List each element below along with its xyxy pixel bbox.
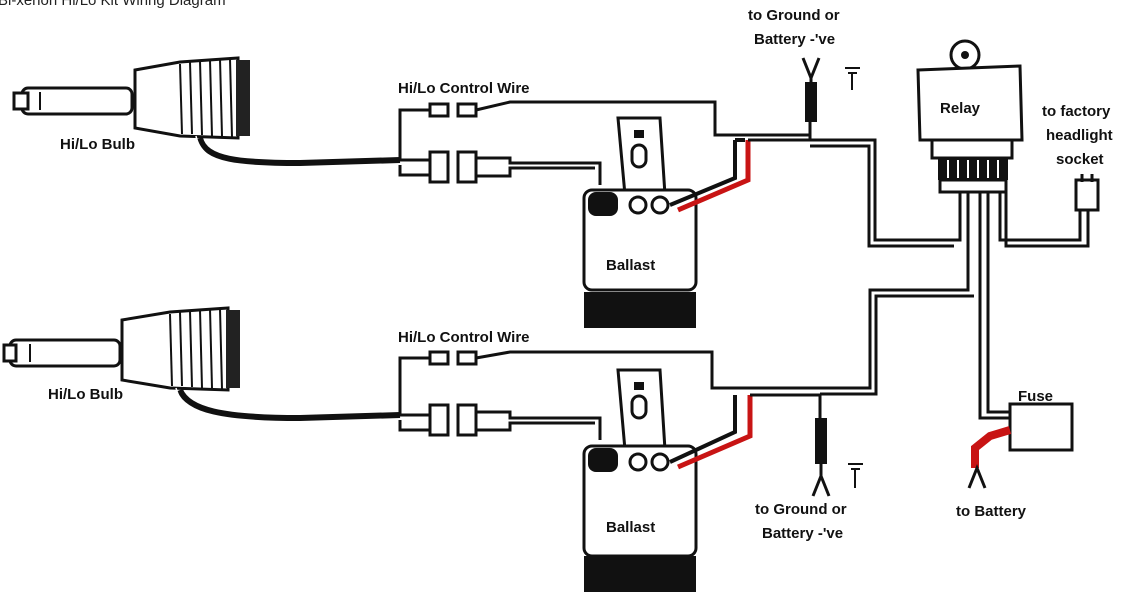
ground-label-bottom-line1: to Ground or bbox=[755, 501, 847, 518]
factory-socket-plug bbox=[1074, 174, 1100, 212]
factory-socket-label-line1: to factory bbox=[1042, 103, 1111, 120]
factory-socket-label-line2: headlight bbox=[1046, 127, 1113, 144]
diagram-title: Bi-xenon Hi/Lo Kit Wiring Diagram bbox=[0, 0, 226, 9]
ballast-top bbox=[582, 116, 698, 328]
bulb-bottom bbox=[2, 306, 401, 424]
bulb-label-top: Hi/Lo Bulb bbox=[60, 136, 135, 153]
ballast-label-bottom: Ballast bbox=[606, 519, 655, 536]
relay bbox=[916, 39, 1024, 194]
ballast-label-top: Ballast bbox=[606, 257, 655, 274]
bulb-label-bottom: Hi/Lo Bulb bbox=[48, 386, 123, 403]
to-battery-label: to Battery bbox=[956, 503, 1027, 520]
relay-label: Relay bbox=[940, 100, 981, 117]
control-wire-label-bottom: Hi/Lo Control Wire bbox=[398, 329, 530, 346]
ground-label-top-line2: Battery -'ve bbox=[754, 31, 835, 48]
connectors-top bbox=[398, 100, 810, 185]
ballast-bottom bbox=[582, 368, 698, 592]
ballast-top-wires bbox=[669, 120, 812, 213]
ground-terminal-bottom bbox=[811, 418, 863, 497]
ground-label-bottom-line2: Battery -'ve bbox=[762, 525, 843, 542]
bulb-top bbox=[12, 56, 401, 169]
control-wire-label-top: Hi/Lo Control Wire bbox=[398, 80, 530, 97]
fuse-label: Fuse bbox=[1018, 388, 1053, 405]
connectors-bottom bbox=[398, 350, 820, 440]
ground-terminal-top bbox=[801, 57, 860, 122]
trunk-wires bbox=[810, 138, 1090, 420]
fuse bbox=[967, 402, 1074, 489]
ground-label-top-line1: to Ground or bbox=[748, 7, 840, 24]
factory-socket-label-line3: socket bbox=[1056, 151, 1104, 168]
